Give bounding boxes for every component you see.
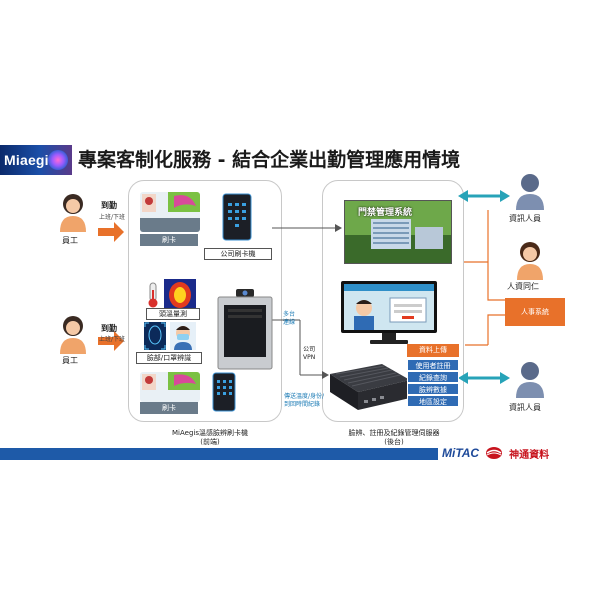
- face-label: 臉部/口罩辨識: [136, 352, 202, 364]
- it-staff-avatar-bottom: [513, 360, 547, 402]
- hr-staff-label: 人資同仁: [507, 282, 539, 291]
- backend-caption-2: (後台): [384, 438, 404, 446]
- orange-arrow-top: [98, 222, 124, 242]
- employee-label-bottom: 員工: [62, 356, 78, 365]
- checkin-label-top: 到勤: [101, 201, 117, 210]
- mask-face-icon: [170, 322, 196, 354]
- employee-avatar-top: [56, 192, 90, 236]
- menu-item-user-register[interactable]: 使用者註冊: [407, 359, 459, 371]
- employee-label-top: 員工: [62, 236, 78, 245]
- hr-system-box: 人事系統: [505, 298, 565, 326]
- card-reader-label: 公司刷卡機: [204, 248, 272, 260]
- front-caption-2: (前端): [200, 438, 220, 446]
- id-card-bottom: [140, 372, 200, 402]
- heatmap-face-icon: [164, 279, 196, 313]
- card-reader-icon: [222, 193, 252, 245]
- backend-caption-1: 臉辨、註冊及紀錄管理伺服器: [348, 429, 440, 437]
- temp-label: 頭溫量測: [146, 308, 200, 320]
- hr-staff-avatar: [513, 240, 547, 284]
- page-title: 專案客制化服務 - 結合企業出勤管理應用情境: [78, 149, 461, 171]
- face-terminal-icon: [216, 289, 274, 375]
- logo-text: Miaegis: [4, 152, 57, 168]
- shentong-logo: 神通資料: [509, 449, 550, 461]
- face-scan-icon: [144, 322, 166, 354]
- vpn-label: 公司 VPN: [303, 346, 316, 361]
- shift-label-bottom: 上班/下班: [99, 336, 126, 343]
- teal-double-arrow-top: [458, 190, 510, 202]
- footer-logos: MiTAC 神通資料: [438, 444, 600, 462]
- server-box-icon: [322, 362, 412, 416]
- multi-link-label: 多台 連線: [283, 311, 296, 326]
- sync-label: 傳送溫度/身份/ 到回時間紀錄: [284, 393, 325, 408]
- employee-avatar-bottom: [56, 314, 90, 358]
- menu-item-face-data[interactable]: 臉辨數據: [407, 383, 459, 395]
- menu-item-region-settings[interactable]: 地區設定: [407, 395, 459, 407]
- orange-arrow-bottom: [98, 331, 124, 351]
- shift-label-top: 上班/下班: [99, 214, 126, 221]
- mitac-logo: MiTAC: [442, 446, 480, 460]
- teal-double-arrow-bottom: [458, 372, 510, 384]
- access-system-screen: [344, 200, 452, 264]
- checkin-label-bottom: 到勤: [101, 324, 117, 333]
- it-staff-label-bottom: 資訊人員: [509, 403, 541, 412]
- menu-item-data-upload[interactable]: 資料上傳: [407, 344, 459, 357]
- card-tag-bottom: 刷卡: [140, 402, 198, 414]
- screen-title: 門禁管理系統: [358, 208, 413, 218]
- thermometer-icon: [146, 282, 160, 312]
- it-staff-label-top: 資訊人員: [509, 214, 541, 223]
- mitac-swirl-icon: [486, 447, 503, 459]
- card-tag-top: 刷卡: [140, 234, 198, 246]
- id-card-top: [140, 192, 200, 232]
- keypad-reader-bottom: [212, 372, 236, 416]
- backend-menu: 資料上傳 使用者註冊 紀錄查詢 臉辨數據 地區設定: [407, 344, 459, 407]
- monitor-icon: [340, 280, 438, 350]
- front-caption-1: MiAegis溫感臉辨刷卡機: [172, 429, 248, 437]
- menu-item-record-query[interactable]: 紀錄查詢: [407, 371, 459, 383]
- miaegis-logo: Miaegis: [0, 145, 72, 175]
- it-staff-avatar-top: [513, 172, 547, 214]
- logo-orb-icon: [48, 150, 68, 170]
